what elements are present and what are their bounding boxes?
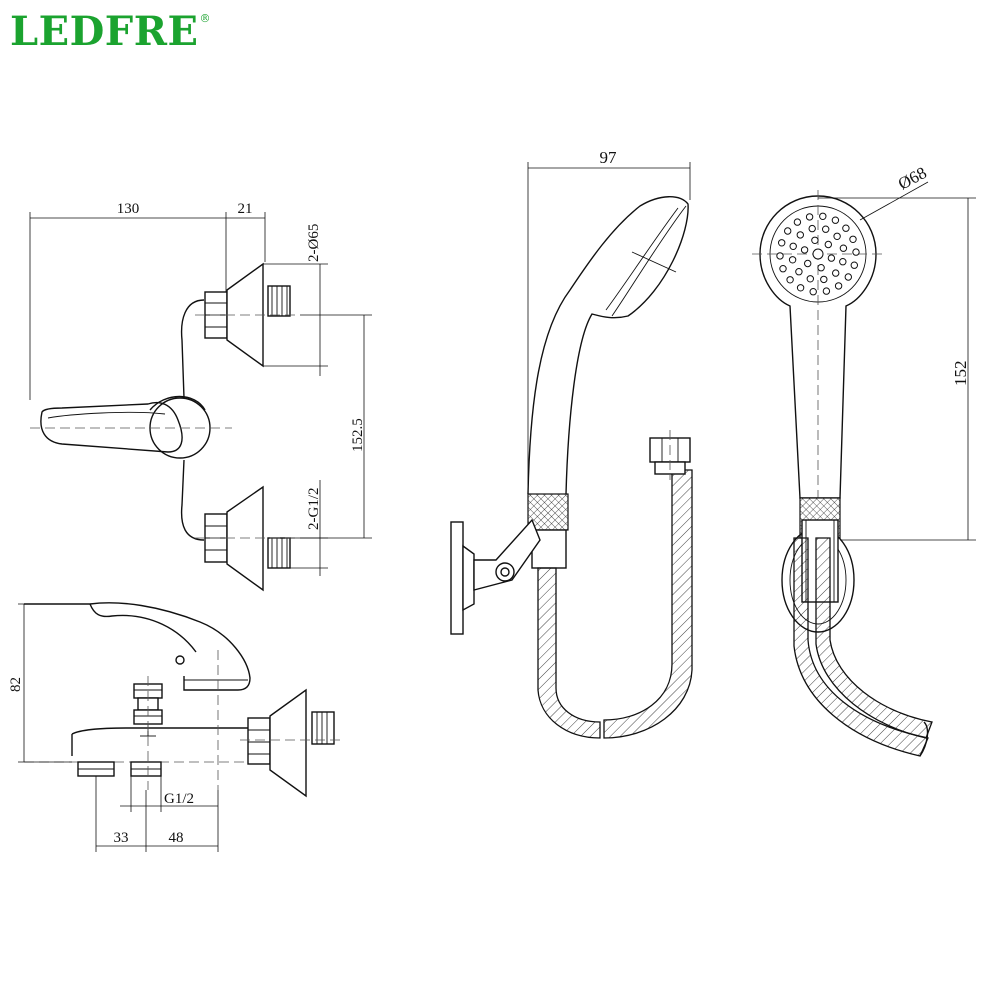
dim-head-diameter: Ø68 [895,163,930,194]
nozzle [808,224,816,233]
nozzle [822,225,830,233]
mixer-side-view: 82 G1/2 33 48 [8,602,344,852]
nozzle [850,261,858,269]
nozzle [811,236,819,245]
dim-base-left: 33 [114,830,129,846]
dim-base-right: 48 [169,830,184,846]
dim-outlet-thread: G1/2 [164,791,194,807]
nozzle [827,254,836,262]
dim-center-distance: 152.5 [350,418,366,452]
nozzle [831,216,840,224]
nozzle [812,248,824,260]
nozzle [834,282,843,290]
nozzle [786,276,794,284]
nozzle [804,259,812,268]
nozzle [842,224,850,232]
dim-handshower-width: 97 [600,148,618,167]
nozzle [819,212,827,221]
nozzle [796,284,805,292]
nozzle [805,213,814,221]
nozzle [852,248,860,256]
dim-side-height: 82 [8,677,24,692]
nozzle [809,288,817,296]
nozzle [839,258,847,266]
lower-inlet [195,485,300,592]
nozzle [822,287,831,295]
mixer-front-view: 130 21 2-Ø65 152.5 2-G1/2 [29,201,372,592]
upper-inlet [195,262,300,368]
handshower-front-view: Ø68 152 [752,163,976,757]
nozzle [784,227,792,235]
nozzle [796,231,804,239]
dim-inlet-diameter: 2-Ø65 [306,224,322,262]
nozzle [788,256,797,264]
nozzle [778,239,786,247]
nozzle [789,242,797,251]
nozzle [849,235,857,244]
nozzle [779,265,787,273]
nozzle [795,268,803,276]
nozzle [832,269,840,277]
handshower-side-view: 97 [450,148,693,739]
registered-mark: ® [199,12,211,25]
nozzle [839,244,848,252]
nozzle [793,218,802,226]
dim-mixer-offset: 21 [238,201,253,217]
dim-mixer-width: 130 [117,201,140,217]
nozzle [776,252,784,260]
brand-name: LEDFRE [10,8,199,55]
nozzle [806,275,814,283]
nozzle [800,246,809,254]
dim-handshower-length: 152 [951,361,970,387]
nozzle [824,240,832,249]
nozzle [844,273,852,281]
nozzle [820,275,828,284]
nozzle [833,232,841,241]
dim-inlet-thread: 2-G1/2 [306,488,322,531]
nozzle [817,264,825,272]
spray-nozzles [776,212,860,296]
brand-logo: LEDFRE® [10,8,211,55]
